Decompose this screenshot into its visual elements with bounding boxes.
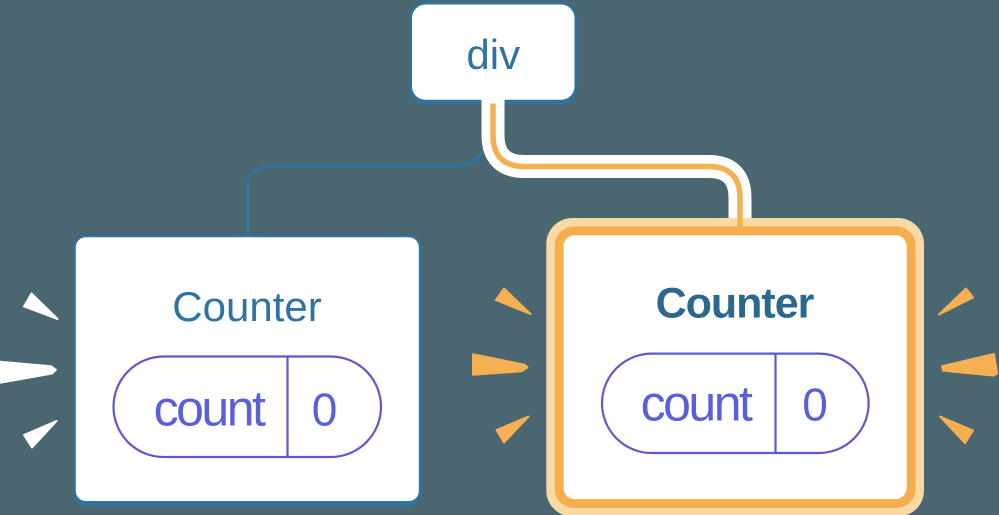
svg-text:count: count [154,381,266,437]
svg-text:Counter: Counter [656,280,815,328]
svg-text:0: 0 [802,379,828,431]
svg-text:count: count [641,376,753,432]
svg-text:div: div [466,31,520,78]
svg-text:0: 0 [312,384,338,436]
svg-text:Counter: Counter [172,283,321,330]
